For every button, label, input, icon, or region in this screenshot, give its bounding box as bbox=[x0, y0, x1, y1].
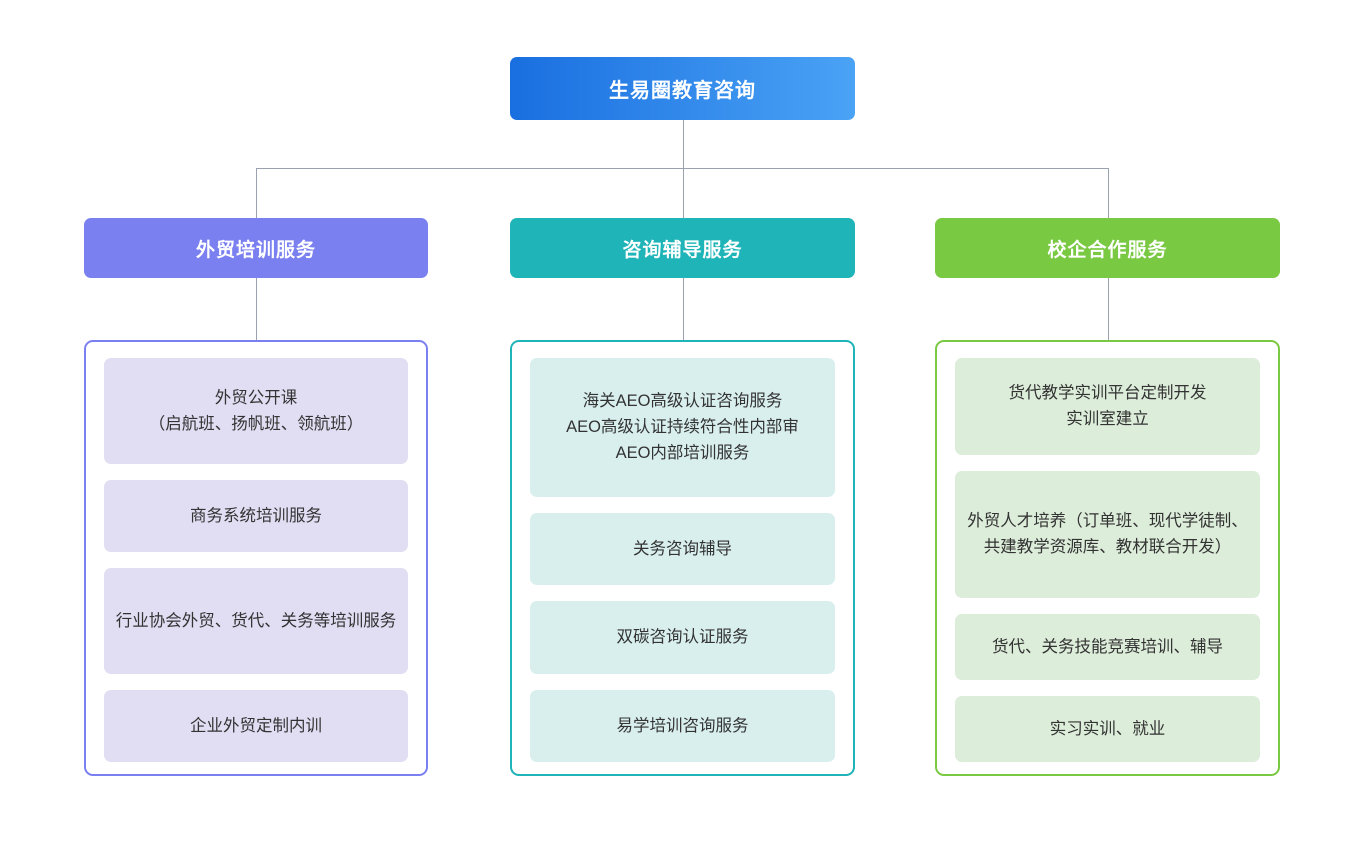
service-card[interactable]: 外贸人才培养（订单班、现代学徒制、共建教学资源库、教材联合开发） bbox=[955, 470, 1260, 598]
root-node[interactable]: 生易圈教育咨询 bbox=[510, 57, 855, 120]
service-card[interactable]: 企业外贸定制内训 bbox=[104, 689, 408, 762]
service-card[interactable]: 货代、关务技能竞赛培训、辅导 bbox=[955, 613, 1260, 680]
branch-header-3[interactable]: 校企合作服务 bbox=[935, 218, 1280, 278]
branch-column-waimao-peixun: 外贸培训服务 外贸公开课 （启航班、扬帆班、领航班） 商务系统培训服务 行业协会… bbox=[84, 218, 428, 776]
branch-header-3-label: 校企合作服务 bbox=[1047, 239, 1168, 261]
connector-horizontal-bus bbox=[256, 168, 1109, 169]
service-card[interactable]: 海关AEO高级认证咨询服务 AEO高级认证持续符合性内部审 AEO内部培训服务 bbox=[530, 358, 835, 497]
connector-header-3-to-body bbox=[1108, 278, 1109, 340]
branch-header-2[interactable]: 咨询辅导服务 bbox=[510, 218, 855, 278]
service-card[interactable]: 行业协会外贸、货代、关务等培训服务 bbox=[104, 567, 408, 674]
service-card[interactable]: 实习实训、就业 bbox=[955, 695, 1260, 762]
branch-body-1: 外贸公开课 （启航班、扬帆班、领航班） 商务系统培训服务 行业协会外贸、货代、关… bbox=[84, 340, 428, 776]
service-card[interactable]: 易学培训咨询服务 bbox=[530, 689, 835, 762]
service-card[interactable]: 货代教学实训平台定制开发 实训室建立 bbox=[955, 358, 1260, 455]
connector-root-vertical bbox=[683, 120, 684, 169]
branch-column-xiaoqi-hezuo: 校企合作服务 货代教学实训平台定制开发 实训室建立 外贸人才培养（订单班、现代学… bbox=[935, 218, 1280, 776]
service-card[interactable]: 双碳咨询认证服务 bbox=[530, 601, 835, 674]
connector-branch-3-vertical bbox=[1108, 168, 1109, 218]
connector-header-2-to-body bbox=[683, 278, 684, 340]
connector-branch-1-vertical bbox=[256, 168, 257, 218]
branch-column-zixun-fudao: 咨询辅导服务 海关AEO高级认证咨询服务 AEO高级认证持续符合性内部审 AEO… bbox=[510, 218, 855, 776]
connector-branch-2-vertical bbox=[683, 168, 684, 218]
branch-header-1-label: 外贸培训服务 bbox=[195, 239, 316, 261]
service-card[interactable]: 关务咨询辅导 bbox=[530, 512, 835, 586]
branch-header-1[interactable]: 外贸培训服务 bbox=[84, 218, 428, 278]
service-card[interactable]: 外贸公开课 （启航班、扬帆班、领航班） bbox=[104, 358, 408, 464]
root-node-label: 生易圈教育咨询 bbox=[609, 80, 756, 102]
service-card[interactable]: 商务系统培训服务 bbox=[104, 479, 408, 552]
connector-header-1-to-body bbox=[256, 278, 257, 340]
branch-header-2-label: 咨询辅导服务 bbox=[622, 239, 743, 261]
branch-body-2: 海关AEO高级认证咨询服务 AEO高级认证持续符合性内部审 AEO内部培训服务 … bbox=[510, 340, 855, 776]
branch-body-3: 货代教学实训平台定制开发 实训室建立 外贸人才培养（订单班、现代学徒制、共建教学… bbox=[935, 340, 1280, 776]
